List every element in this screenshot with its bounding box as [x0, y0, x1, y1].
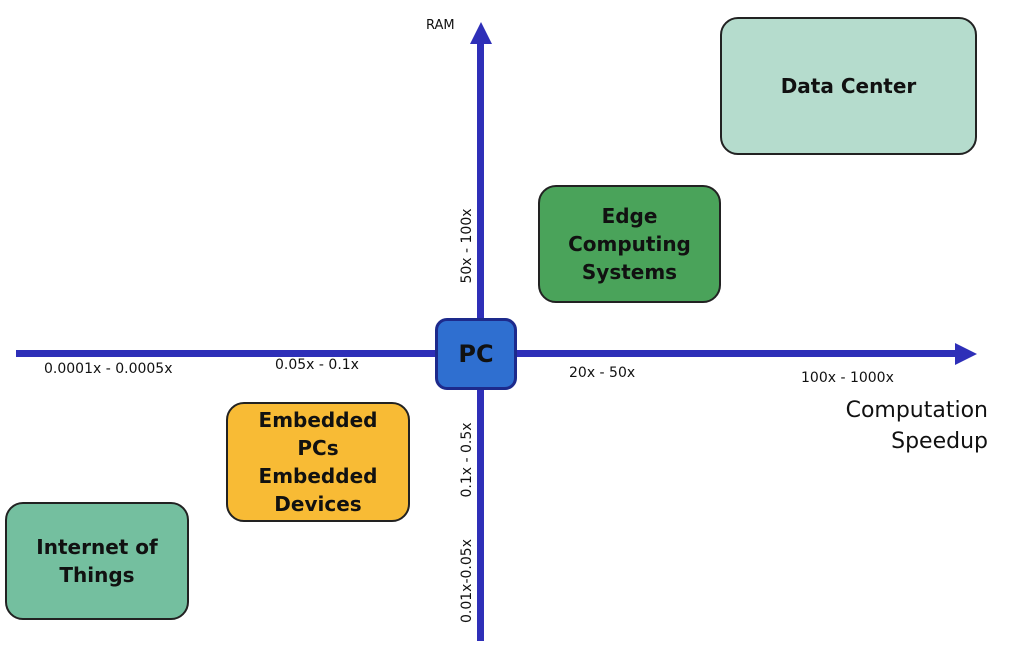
y-label-below-1: 0.01x-0.05x: [459, 539, 475, 623]
node-edge-computing-label: Edge Computing Systems: [568, 204, 691, 284]
x-label-0: 0.0001x - 0.0005x: [44, 361, 173, 377]
x-label-1: 0.05x - 0.1x: [275, 357, 359, 373]
x-axis-title: Computation Speedup: [845, 398, 988, 454]
x-label-2: 20x - 50x: [569, 365, 636, 381]
y-axis-arrow-icon: [470, 22, 492, 44]
node-embedded-label: Embedded PCs Embedded Devices: [258, 408, 378, 516]
y-axis-title: RAM: [426, 18, 455, 33]
node-pc-label: PC: [458, 340, 494, 368]
y-label-below-0: 0.1x - 0.5x: [459, 422, 475, 498]
node-iot: Internet of Things: [5, 502, 189, 620]
node-data-center: Data Center: [720, 17, 977, 155]
y-label-above-0: 50x - 100x: [459, 208, 475, 284]
x-label-3: 100x - 1000x: [801, 370, 894, 386]
node-pc: PC: [435, 318, 517, 390]
node-data-center-label: Data Center: [780, 74, 917, 98]
node-iot-label: Internet of Things: [36, 535, 158, 587]
node-embedded: Embedded PCs Embedded Devices: [226, 402, 410, 522]
x-axis-arrow-icon: [955, 343, 977, 365]
node-edge-computing: Edge Computing Systems: [538, 185, 721, 303]
